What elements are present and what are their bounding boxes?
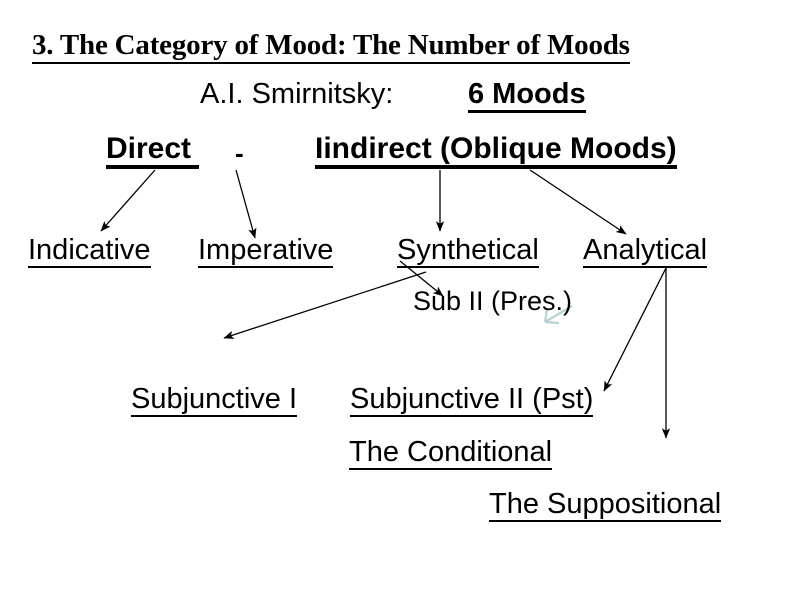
connector-direct-to-indicative [100,169,156,232]
subtitle-mood-count: 6 Moods [468,80,586,113]
branch-direct: Direct [106,134,200,169]
subtitle-author: A.I. Smirnitsky: [200,78,394,110]
term-analytical: Analytical [583,234,708,268]
page-title: 3. The Category of Mood: The Number of M… [32,31,630,64]
term-synthetical: Synthetical [397,234,539,268]
leaf-the-conditional: The Conditional [349,436,553,470]
term-imperative: Imperative [198,234,334,268]
branch-separator: - [235,138,244,168]
connector-synthetical-to-subjunctive-i [223,271,427,339]
term-indicative: Indicative [28,234,151,268]
connector-indirect-to-analytical [529,169,627,235]
connector-direct-to-imperative [235,169,257,239]
connector-analytical-to-subjunctive-ii [603,267,667,392]
leaf-the-suppositional: The Suppositional [489,488,722,522]
branch-indirect: Iindirect (Oblique Moods) [315,134,677,169]
leaf-subjunctive-i: Subjunctive I [131,383,298,417]
note-sub-ii-present: Sub II (Pres.) [413,286,573,316]
leaf-subjunctive-ii: Subjunctive II (Pst) [350,383,594,417]
